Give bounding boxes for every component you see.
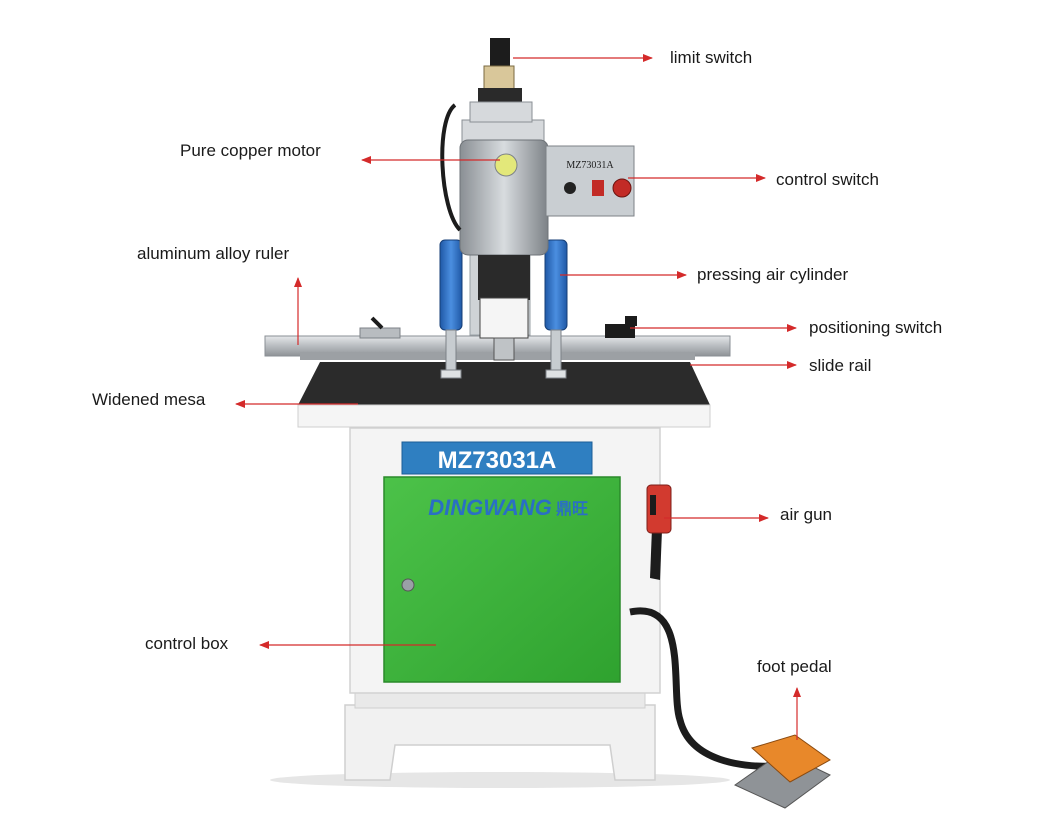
pedal-hose [629, 607, 791, 770]
air-cylinders [439, 239, 568, 379]
limit-switch [469, 38, 533, 123]
label-slide-rail: slide rail [809, 356, 872, 375]
control-box-door [383, 476, 621, 683]
model-plate [401, 441, 593, 475]
label-pure-copper-motor: Pure copper motor [180, 141, 321, 160]
motor [440, 103, 549, 361]
machine-base [344, 689, 656, 781]
foot-pedal [734, 734, 831, 809]
label-positioning-switch: positioning switch [809, 318, 943, 337]
control-panel [545, 145, 635, 217]
label-widened-mesa: Widened mesa [92, 390, 206, 409]
callout-arrows [235, 54, 801, 740]
brand-logo-text: DINGWANG [428, 495, 551, 520]
label-pressing-air-cylinder: pressing air cylinder [697, 265, 849, 284]
floor-shadow [270, 772, 730, 788]
label-foot-pedal: foot pedal [757, 657, 832, 676]
model-plate-label: MZ73031A [438, 447, 557, 474]
door-lock [401, 578, 415, 592]
label-air-gun: air gun [780, 505, 832, 524]
panel-model-label: MZ73031A [566, 160, 614, 171]
label-control-box: control box [145, 634, 229, 653]
air-gun [646, 484, 672, 580]
brand-logo-cjk: 鼎旺 [556, 499, 588, 518]
label-control-switch: control switch [776, 170, 879, 189]
table-top [297, 362, 711, 428]
label-limit-switch: limit switch [670, 48, 753, 67]
label-aluminum-alloy-ruler: aluminum alloy ruler [137, 244, 290, 263]
